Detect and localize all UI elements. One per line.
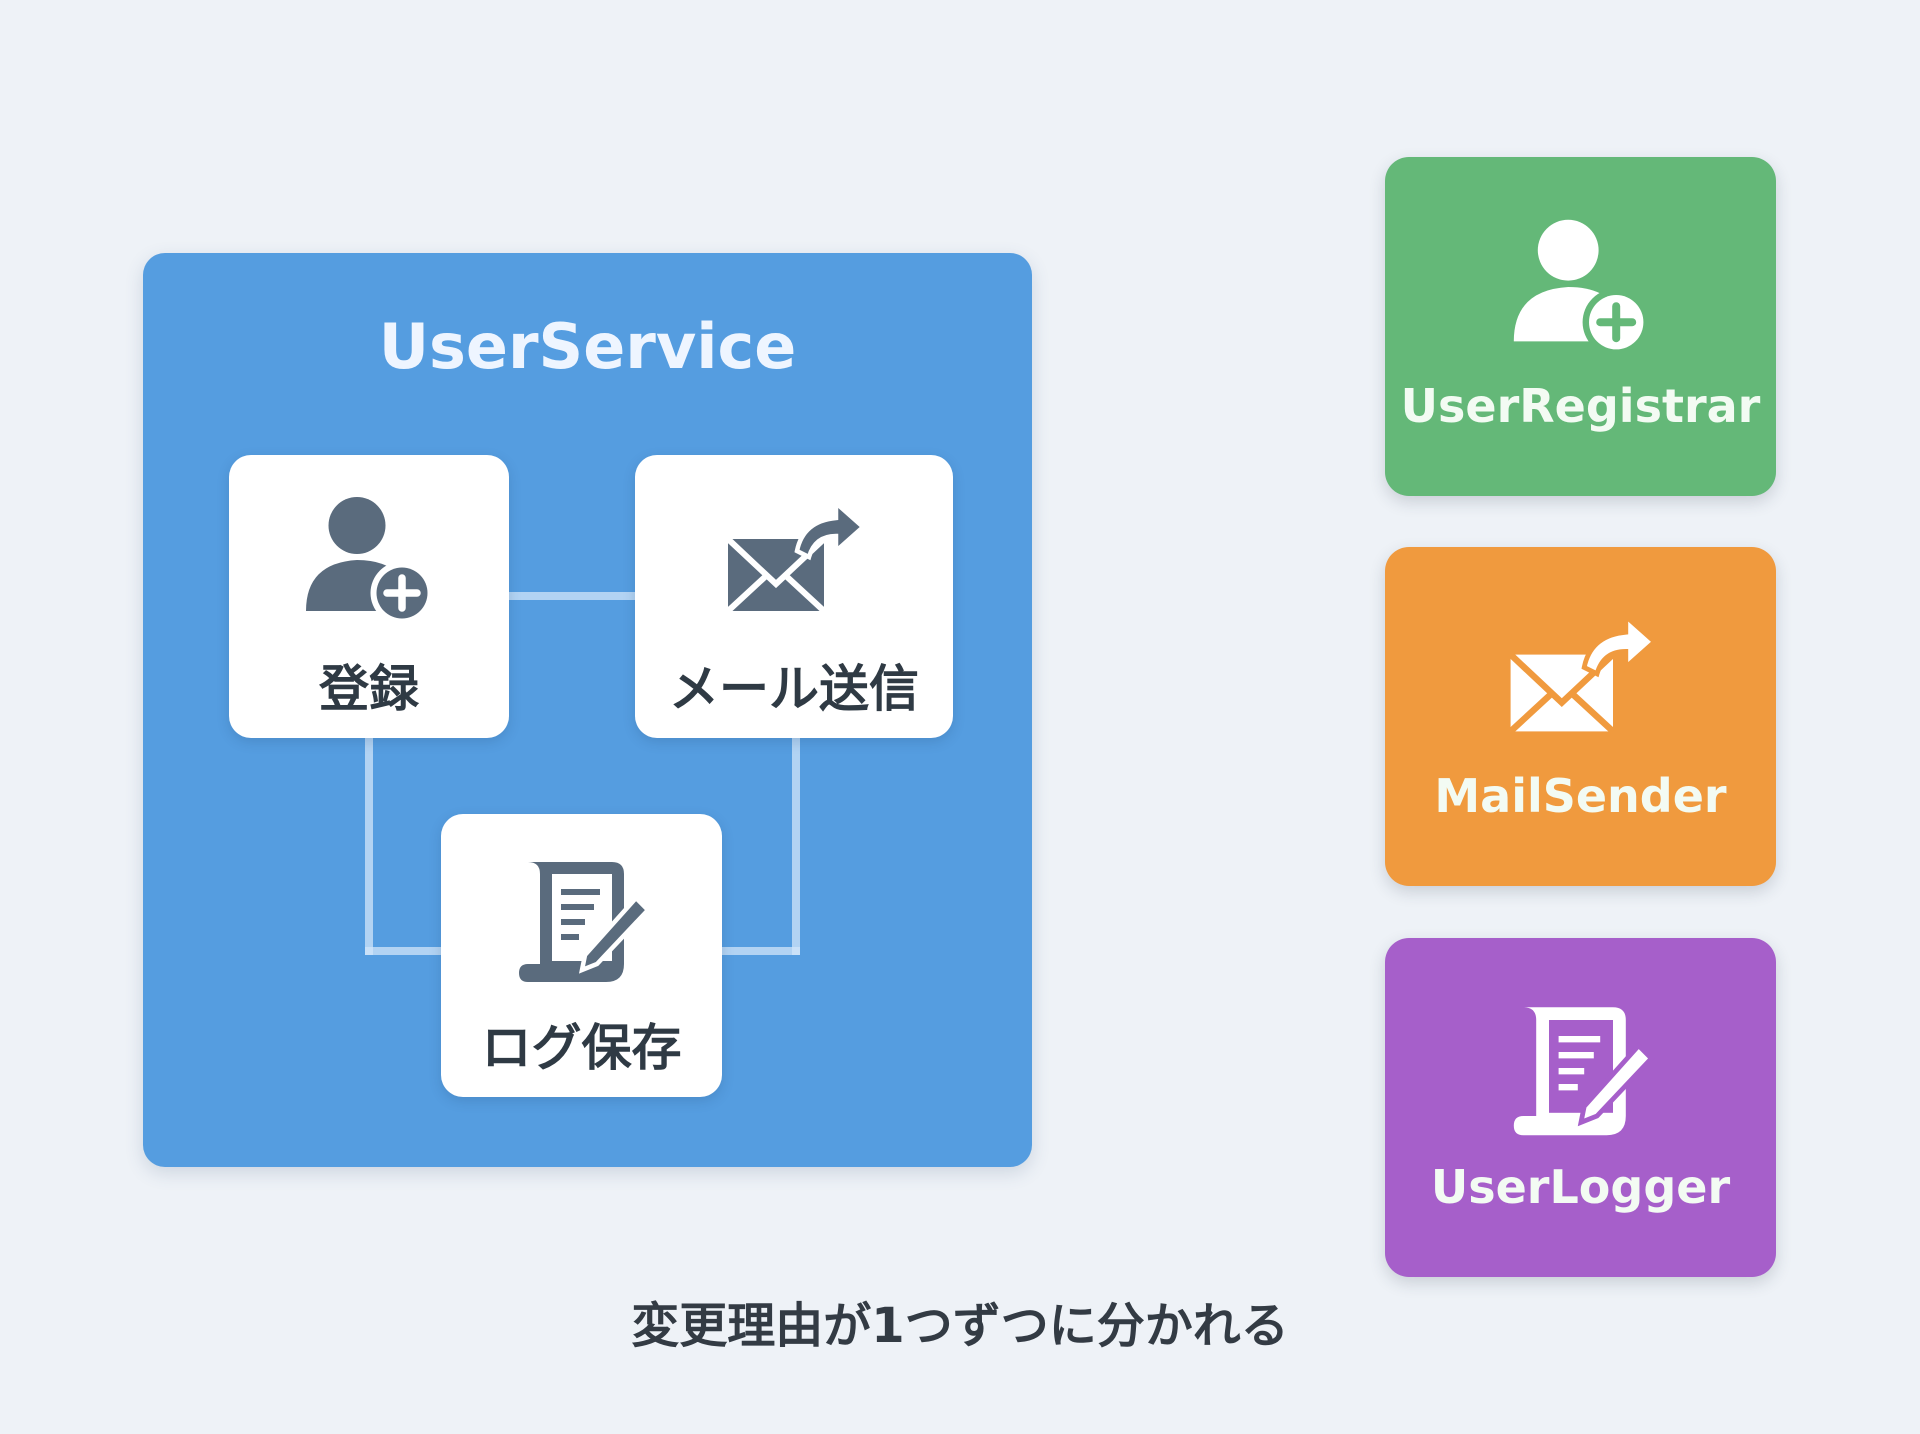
responsibility-label: メール送信 bbox=[669, 660, 919, 718]
caption: 変更理由が1つずつに分かれる bbox=[631, 1298, 1289, 1354]
mail-send-icon bbox=[1496, 597, 1666, 757]
class-card-mail-sender: MailSender bbox=[1385, 547, 1776, 886]
mail-send-icon bbox=[714, 485, 874, 635]
responsibility-label: ログ保存 bbox=[481, 1019, 682, 1077]
responsibility-card-log: ログ保存 bbox=[441, 814, 722, 1097]
connector-mail-log-vertical bbox=[792, 738, 800, 955]
responsibility-card-mail: メール送信 bbox=[635, 455, 953, 738]
user-service-title: UserService bbox=[378, 310, 797, 383]
class-label: UserRegistrar bbox=[1400, 379, 1761, 433]
log-document-icon bbox=[1496, 988, 1666, 1148]
class-label: UserLogger bbox=[1430, 1160, 1731, 1214]
connector-register-mail bbox=[509, 592, 635, 600]
class-card-user-logger: UserLogger bbox=[1385, 938, 1776, 1277]
class-label: MailSender bbox=[1434, 769, 1727, 823]
connector-register-log-vertical bbox=[365, 738, 373, 955]
user-plus-icon bbox=[1496, 207, 1666, 367]
log-document-icon bbox=[502, 844, 662, 994]
responsibility-card-register: 登録 bbox=[229, 455, 509, 738]
connector-register-log-horizontal bbox=[365, 947, 445, 955]
connector-mail-log-horizontal bbox=[720, 947, 800, 955]
user-plus-icon bbox=[289, 485, 449, 635]
class-card-user-registrar: UserRegistrar bbox=[1385, 157, 1776, 496]
responsibility-label: 登録 bbox=[319, 660, 419, 718]
